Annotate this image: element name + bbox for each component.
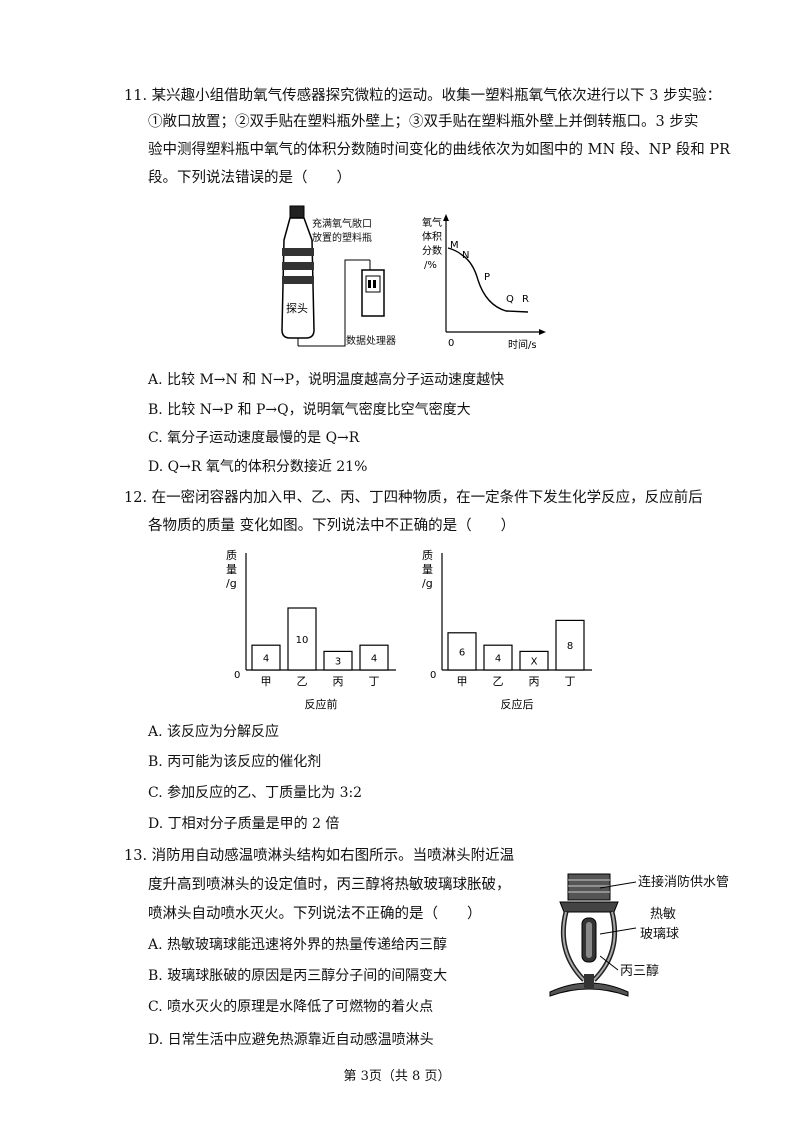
- q12-option-b: B. 丙可能为该反应的催化剂: [148, 754, 322, 770]
- q13-stem-line-2: 度升高到喷淋头的设定值时，丙三醇将热敏玻璃球胀破，: [148, 877, 511, 893]
- point-r: R: [522, 294, 529, 305]
- bar-value-label: 4: [371, 654, 377, 665]
- y-axis-label: 质: [422, 549, 433, 562]
- q12-stem-line-2: 各物质的质量 变化如图。下列说法中不正确的是（ ）: [148, 518, 516, 534]
- q13-stem-line-1: 13. 消防用自动感温喷淋头结构如右图所示。当喷淋头附近温: [124, 848, 515, 864]
- y-label-4: /%: [424, 260, 437, 271]
- label-glass-2: 玻璃球: [640, 927, 680, 942]
- q13-option-c: C. 喷水灭火的原理是水降低了可燃物的着火点: [148, 999, 434, 1015]
- category-label: 甲: [457, 675, 468, 688]
- category-label: 甲: [261, 675, 272, 688]
- category-label: 丙: [529, 675, 540, 688]
- deflector: [549, 982, 629, 997]
- q13-stem-line-3: 喷淋头自动喷水灭火。下列说法不正确的是（ ）: [148, 906, 482, 922]
- bar-丙: [519, 650, 549, 671]
- y-label-2: 体积: [422, 231, 442, 243]
- bar-value-label: 6: [459, 647, 465, 658]
- bar-丙: [323, 650, 353, 671]
- bar-乙: [483, 644, 513, 671]
- bar-甲: [251, 644, 281, 671]
- bar-甲: [447, 632, 477, 671]
- y-axis-label: /g: [226, 577, 237, 590]
- q13-option-a: A. 热敏玻璃球能迅速将外界的热量传递给丙三醇: [148, 937, 448, 953]
- q12-option-a: A. 该反应为分解反应: [148, 724, 280, 740]
- bottle-label-1: 充满氧气敞口: [312, 219, 372, 230]
- graph-origin: 0: [448, 338, 454, 349]
- label-pipe: 连接消防供水管: [638, 875, 730, 890]
- q13-option-b: B. 玻璃球胀破的原因是丙三醇分子间的间隔变大: [148, 968, 448, 984]
- chart-title: 反应后: [501, 697, 534, 711]
- y-label-3: 分数: [422, 244, 442, 257]
- q11-option-c: C. 氧分子运动速度最慢的是 Q→R: [148, 430, 360, 446]
- bar-value-label: X: [531, 657, 538, 668]
- y-axis-label: /g: [422, 577, 433, 590]
- q11-option-a: A. 比较 M→N 和 N→P，说明温度越高分子运动速度越快: [148, 372, 505, 388]
- y-axis-label: 质: [226, 549, 237, 562]
- bar-value-label: 4: [263, 654, 269, 665]
- chart-title: 反应前: [305, 697, 338, 711]
- bar-value-label: 4: [495, 654, 501, 665]
- bar-value-label: 8: [567, 641, 573, 652]
- bottle-cap: [289, 205, 305, 219]
- q13-option-d: D. 日常生活中应避免热源靠近自动感温喷淋头: [148, 1032, 434, 1048]
- q11-oxygen-graph: 氧气 体积 分数 /% M N P Q R 0 时间/s: [422, 214, 546, 351]
- point-p: P: [484, 272, 490, 283]
- q11-stem-line-3: 验中测得塑料瓶中氧气的体积分数随时间变化的曲线依次为如图中的 MN 段、NP 段…: [148, 142, 731, 158]
- category-label: 乙: [297, 675, 308, 688]
- axis-origin: 0: [234, 670, 240, 681]
- sprinkler-leaders: [600, 881, 637, 971]
- category-label: 丁: [565, 675, 576, 688]
- q11-stem-line-4: 段。下列说法错误的是（ ）: [148, 170, 351, 186]
- point-n: N: [462, 250, 469, 261]
- bar-丁: [359, 644, 389, 671]
- category-label: 丙: [333, 675, 344, 688]
- q12-option-c: C. 参加反应的乙、丁质量比为 3:2: [148, 785, 363, 801]
- bar-value-label: 3: [335, 657, 341, 668]
- point-m: M: [450, 240, 459, 251]
- page-footer: 第 3页（共 8 页）: [343, 1069, 451, 1084]
- category-label: 丁: [369, 675, 380, 688]
- y-axis-label: 量: [422, 563, 433, 576]
- category-label: 乙: [493, 675, 504, 688]
- q12-option-d: D. 丁相对分子质量是甲的 2 倍: [148, 816, 340, 832]
- axis-origin: 0: [430, 670, 436, 681]
- probe-label: 探头: [286, 302, 308, 315]
- point-q: Q: [506, 294, 514, 305]
- bar-乙: [287, 607, 317, 671]
- q11-option-d: D. Q→R 氧气的体积分数接近 21%: [148, 459, 368, 475]
- q11-option-b: B. 比较 N→P 和 P→Q，说明氧气密度比空气密度大: [148, 402, 471, 418]
- x-label: 时间/s: [508, 338, 537, 351]
- label-glycerol: 丙三醇: [620, 964, 660, 979]
- y-label-1: 氧气: [422, 216, 442, 229]
- q11-apparatus-figure: 探头: [281, 205, 385, 347]
- label-glass-1: 热敏: [650, 907, 677, 922]
- processor-label: 数据处理器: [346, 336, 396, 347]
- q12-stem-line-1: 12. 在一密闭容器内加入甲、乙、丙、丁四种物质，在一定条件下发生化学反应，反应…: [124, 490, 703, 506]
- bar-丁: [555, 619, 585, 671]
- bar-value-label: 10: [296, 635, 309, 646]
- q11-stem-line-1: 11. 某兴趣小组借助氧气传感器探究微粒的运动。收集一塑料瓶氧气依次进行以下 3…: [124, 88, 722, 104]
- q11-stem-line-2: ①敞口放置；②双手贴在塑料瓶外壁上；③双手贴在塑料瓶外壁上并倒转瓶口。3 步实: [148, 114, 699, 130]
- oxygen-curve: [447, 247, 529, 313]
- bottle-label-2: 放置的塑料瓶: [312, 233, 372, 244]
- y-axis-label: 量: [226, 563, 237, 576]
